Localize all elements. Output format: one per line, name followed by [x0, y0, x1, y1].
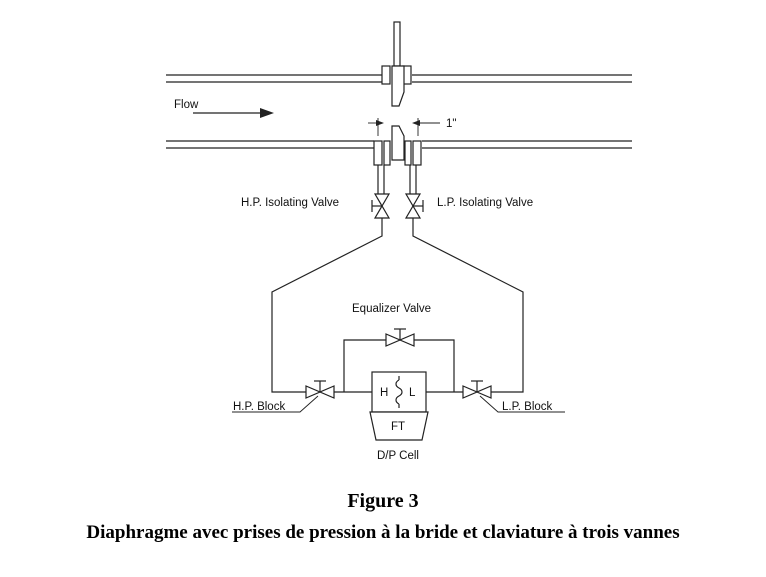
hp-block-label: H.P. Block: [233, 401, 285, 413]
hp-impulse-line: [271, 218, 383, 393]
orifice-flowmeter-diagram: Flow 1" H.P. Isolating Valve L.P. Isolat…: [166, 21, 632, 462]
cell-h-label: H: [380, 387, 388, 399]
figure-number: Figure 3: [347, 490, 419, 512]
hp-tap-line: [377, 165, 385, 194]
orifice-plate: [391, 21, 405, 161]
lp-block-leader: [479, 395, 565, 413]
dimension-marker: [368, 118, 440, 136]
figure-title: Diaphragme avec prises de pression à la …: [86, 522, 680, 543]
flow-arrow: [193, 108, 274, 118]
pipe: [166, 74, 632, 149]
cell-ft-label: FT: [391, 421, 405, 433]
flow-label: Flow: [174, 99, 199, 111]
lp-impulse-line: [412, 218, 524, 393]
hp-block-valve: [305, 380, 335, 399]
manifold-lines: [334, 339, 463, 393]
dimension-label: 1": [446, 118, 456, 130]
lp-isolating-valve-label: L.P. Isolating Valve: [437, 197, 533, 209]
lp-block-label: L.P. Block: [502, 401, 553, 413]
hp-isolating-valve: [371, 193, 391, 219]
equalizer-valve: [385, 328, 415, 347]
equalizer-valve-label: Equalizer Valve: [352, 303, 431, 315]
lp-isolating-valve: [404, 193, 424, 219]
dp-cell: [369, 371, 429, 441]
lp-block-valve: [462, 380, 492, 399]
hp-block-leader: [232, 395, 319, 413]
dp-cell-label: D/P Cell: [377, 450, 419, 462]
lp-tap-line: [409, 165, 417, 194]
hp-isolating-valve-label: H.P. Isolating Valve: [241, 197, 339, 209]
cell-l-label: L: [409, 387, 416, 399]
